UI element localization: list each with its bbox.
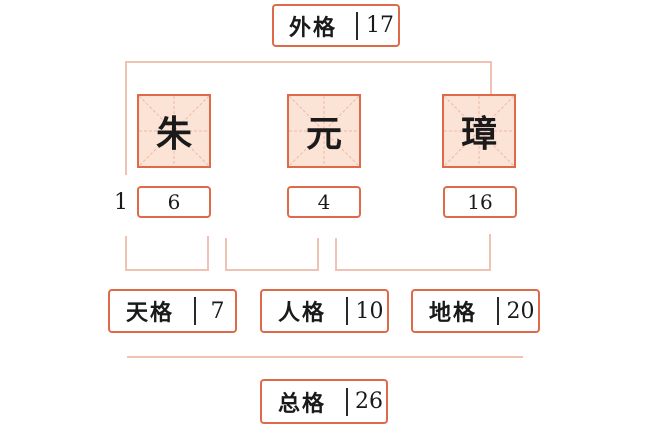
total-grid-separator [346, 387, 348, 416]
person-grid-label: 人格 [277, 300, 326, 326]
heaven-grid-label: 天格 [125, 300, 174, 326]
grid-guide [289, 96, 359, 166]
grid-guide [444, 96, 514, 166]
stroke-count-2: 4 [287, 186, 361, 218]
stroke-count-3: 16 [443, 186, 517, 218]
extra-stroke-value: 1 [114, 190, 128, 215]
stroke-count-1: 6 [137, 186, 211, 218]
outer-grid-value: 17 [366, 13, 394, 38]
earth-grid-separator [497, 297, 499, 325]
grid-guide [139, 96, 209, 166]
heaven-grid-value: 7 [210, 298, 225, 324]
character-cell-2: 元 [287, 94, 361, 168]
character-cell-1: 朱 [137, 94, 211, 168]
heaven-grid-bracket [125, 236, 209, 271]
person-grid-box: 人格 10 [260, 289, 389, 333]
total-grid-value: 26 [355, 389, 383, 414]
person-grid-bracket [225, 238, 319, 271]
character-glyph: 璋 [460, 113, 497, 155]
person-grid-value: 10 [355, 298, 384, 324]
total-grid-label: 总格 [277, 390, 326, 417]
outer-grid-bracket [125, 61, 492, 175]
outer-grid-separator [356, 11, 358, 40]
outer-grid-label: 外格 [288, 14, 337, 41]
character-cell-3: 璋 [442, 94, 516, 168]
earth-grid-bracket [335, 234, 491, 271]
character-glyph: 朱 [155, 113, 192, 155]
earth-grid-value: 20 [506, 298, 535, 324]
outer-grid-box: 外格 17 [272, 4, 400, 47]
earth-grid-box: 地格 20 [411, 289, 540, 333]
character-glyph: 元 [305, 113, 342, 155]
person-grid-separator [346, 297, 348, 325]
earth-grid-label: 地格 [428, 300, 477, 326]
heaven-grid-box: 天格 7 [108, 289, 237, 333]
heaven-grid-separator [194, 297, 196, 325]
total-grid-box: 总格 26 [260, 379, 388, 424]
